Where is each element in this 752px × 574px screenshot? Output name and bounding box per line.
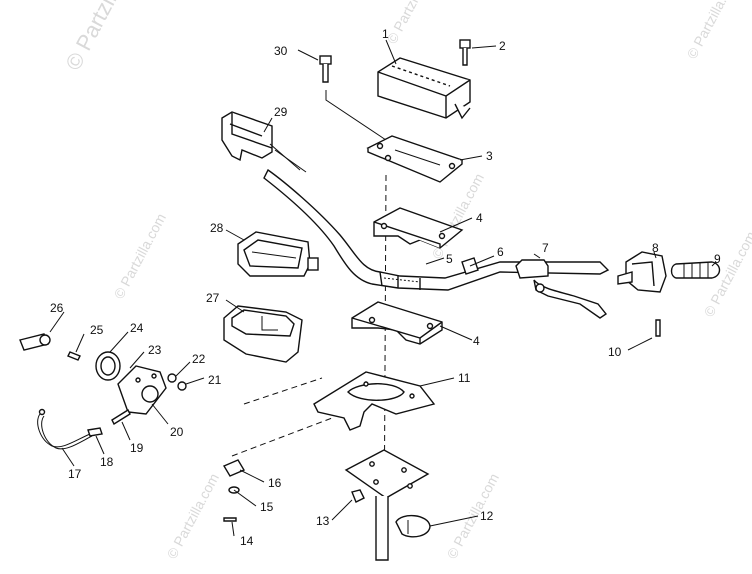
part-13-nut [351,489,365,503]
callout-28: 28 [210,221,224,235]
callout-11: 11 [458,371,471,385]
callout-10: 10 [608,345,622,359]
callout-20: 20 [170,425,184,439]
callout-17: 17 [68,467,82,481]
part-27-speedometer-housing [223,305,303,363]
callout-16: 16 [268,476,282,490]
callout-30: 30 [274,44,288,58]
callout-6: 6 [497,245,504,259]
leader-16-11-dashed [231,417,333,457]
part-11-bracket [313,371,436,431]
part-16-clip [222,459,246,477]
part-2-bolt [459,39,471,66]
callout-13: 13 [316,514,330,528]
part-26-cable-end [19,333,51,351]
callout-22: 22 [192,352,206,366]
callout-12: 12 [480,509,494,523]
callout-7: 7 [542,241,549,255]
part-9-grip [670,261,721,279]
watermark-repeat: © Partzilla.com [384,0,442,46]
part-8-grip-housing [617,251,667,293]
callout-27: 27 [206,291,220,305]
callout-8: 8 [652,241,659,255]
leader-30-to-clamp [325,90,387,141]
callout-3: 3 [486,149,493,163]
part-24-ring [95,351,121,381]
part-5-handlebar [263,168,610,291]
watermark-main: © Partzilla.com [60,0,152,74]
part-20-gauge-housing [117,365,167,415]
steering-post-plate [344,449,430,561]
callout-18: 18 [100,455,114,469]
part-3-top-plate [366,135,464,183]
callout-23: 23 [148,343,162,357]
callout-25: 25 [90,323,104,337]
callout-21: 21 [208,373,222,387]
callout-4: 4 [473,334,480,348]
part-19-screw [111,408,131,426]
callout-9: 9 [714,252,721,266]
callout-5: 5 [446,252,453,266]
callout-2: 2 [499,39,506,53]
part-14-pin [223,517,237,522]
callout-15: 15 [260,500,274,514]
leader-27-11-dashed [243,377,323,405]
part-1-handlebar-cover [377,57,471,120]
callout-14: 14 [240,534,254,548]
part-30-bolt [319,55,332,83]
part-28-speedometer [237,231,319,277]
part-4-upper-clamp [373,207,464,249]
callout-4: 4 [476,211,483,225]
callout-24: 24 [130,321,144,335]
callout-labels: 1 2 3 4 4 5 6 7 8 9 10 11 12 13 14 15 16… [50,27,721,548]
callout-1: 1 [382,27,389,41]
part-25-screw [67,351,81,361]
part-7-throttle [515,259,608,319]
part-21-22-nut-washer [167,373,187,391]
part-18-cable-fitting [87,427,103,437]
watermark-repeat: © Partzilla.com [684,0,742,61]
part-10-screw [655,319,661,337]
callout-19: 19 [130,441,144,455]
watermark-repeat: © Partzilla.com [111,211,169,302]
part-12-clamp [395,515,431,538]
part-4-lower-clamp [351,301,443,345]
part-17-cable [37,408,93,450]
callout-29: 29 [274,105,288,119]
callout-26: 26 [50,301,64,315]
watermark-repeat: © Partzilla.com [164,471,222,562]
part-29-switch-housing [221,111,307,173]
leader-lines [49,39,717,537]
